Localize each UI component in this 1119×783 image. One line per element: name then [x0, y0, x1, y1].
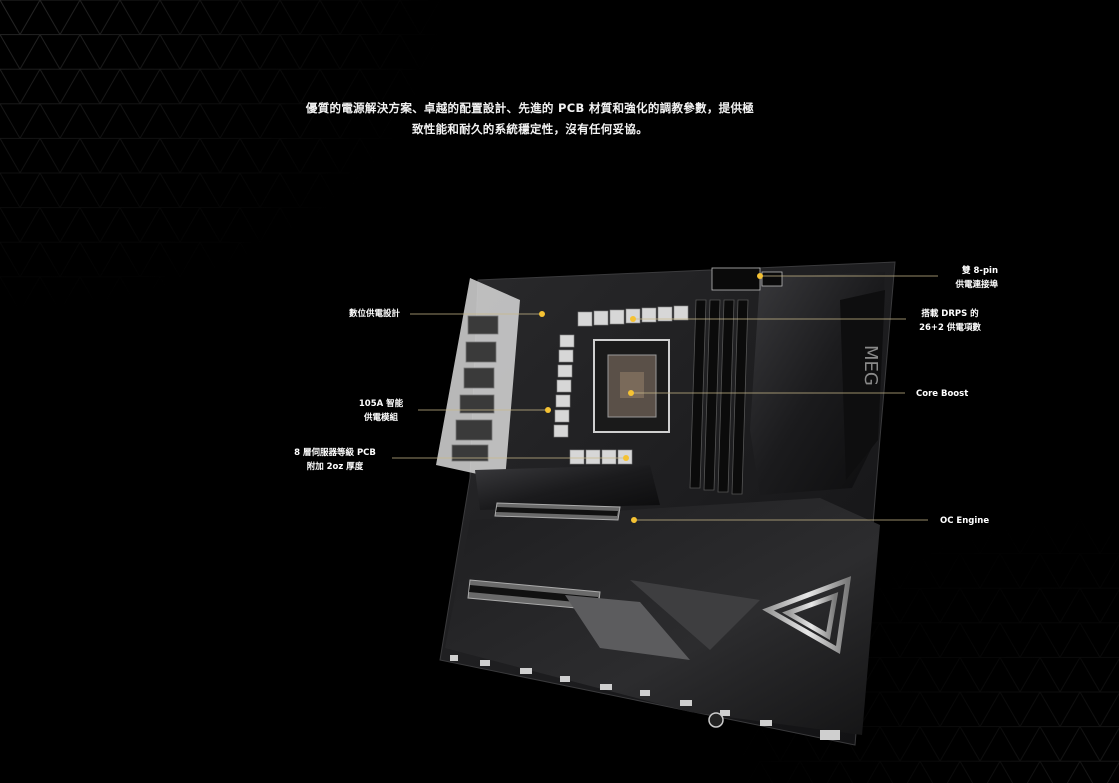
- callout-drps: 搭載 DRPS 的 26+2 供電項數: [908, 307, 992, 335]
- callout-lines: [392, 275, 938, 521]
- callout-dots: [539, 273, 763, 523]
- callout-power-stage: 105A 智能 供電模組: [336, 397, 426, 425]
- vrm-heatsink-bottom: [475, 465, 660, 510]
- callout-pcb: 8 層伺服器等級 PCB 附加 2oz 厚度: [282, 446, 388, 474]
- chipset-shroud: [445, 498, 880, 735]
- brand-emblem: MEG: [860, 345, 881, 386]
- callout-oc-engine-text: OC Engine: [940, 516, 990, 526]
- shroud-panel-1: [565, 595, 690, 660]
- intro-text: 優質的電源解決方案、卓越的配置設計、先進的 PCB 材質和強化的調教參數，提供極…: [270, 98, 790, 140]
- power-button: [708, 712, 724, 728]
- callout-digital-power: 數位供電設計: [300, 307, 400, 321]
- bottom-headers: [450, 655, 840, 740]
- callout-digital-power-text: 數位供電設計: [348, 309, 400, 319]
- callout-core-boost-text: Core Boost: [916, 389, 969, 399]
- power-connectors: [711, 267, 783, 291]
- callout-drps-line1: 搭載 DRPS 的: [921, 309, 979, 319]
- callout-power-stage-line2: 供電模組: [363, 413, 398, 423]
- shroud-logo: [762, 576, 852, 654]
- vrm-heatsink-right-edge: [840, 290, 885, 480]
- io-ports: [451, 315, 499, 462]
- dimm-slots: [689, 299, 749, 495]
- callout-core-boost: Core Boost: [916, 387, 968, 401]
- pcie-slots: [467, 502, 621, 611]
- intro-line-2: 致性能和耐久的系統穩定性，沒有任何妥協。: [412, 122, 648, 136]
- callout-pcb-line1: 8 層伺服器等級 PCB: [294, 448, 376, 458]
- intro-line-1: 優質的電源解決方案、卓越的配置設計、先進的 PCB 材質和強化的調教參數，提供極: [305, 101, 755, 115]
- callout-power-stage-line1: 105A 智能: [358, 399, 404, 409]
- shroud-panel-2: [630, 580, 760, 650]
- callout-dual-8pin-line1: 雙 8-pin: [962, 266, 998, 276]
- callout-dual-8pin-line2: 供電連接埠: [955, 280, 998, 290]
- callout-oc-engine: OC Engine: [940, 514, 989, 528]
- callout-pcb-line2: 附加 2oz 厚度: [306, 462, 364, 472]
- callout-drps-line2: 26+2 供電項數: [919, 323, 981, 333]
- callout-dual-8pin: 雙 8-pin 供電連接埠: [920, 264, 998, 292]
